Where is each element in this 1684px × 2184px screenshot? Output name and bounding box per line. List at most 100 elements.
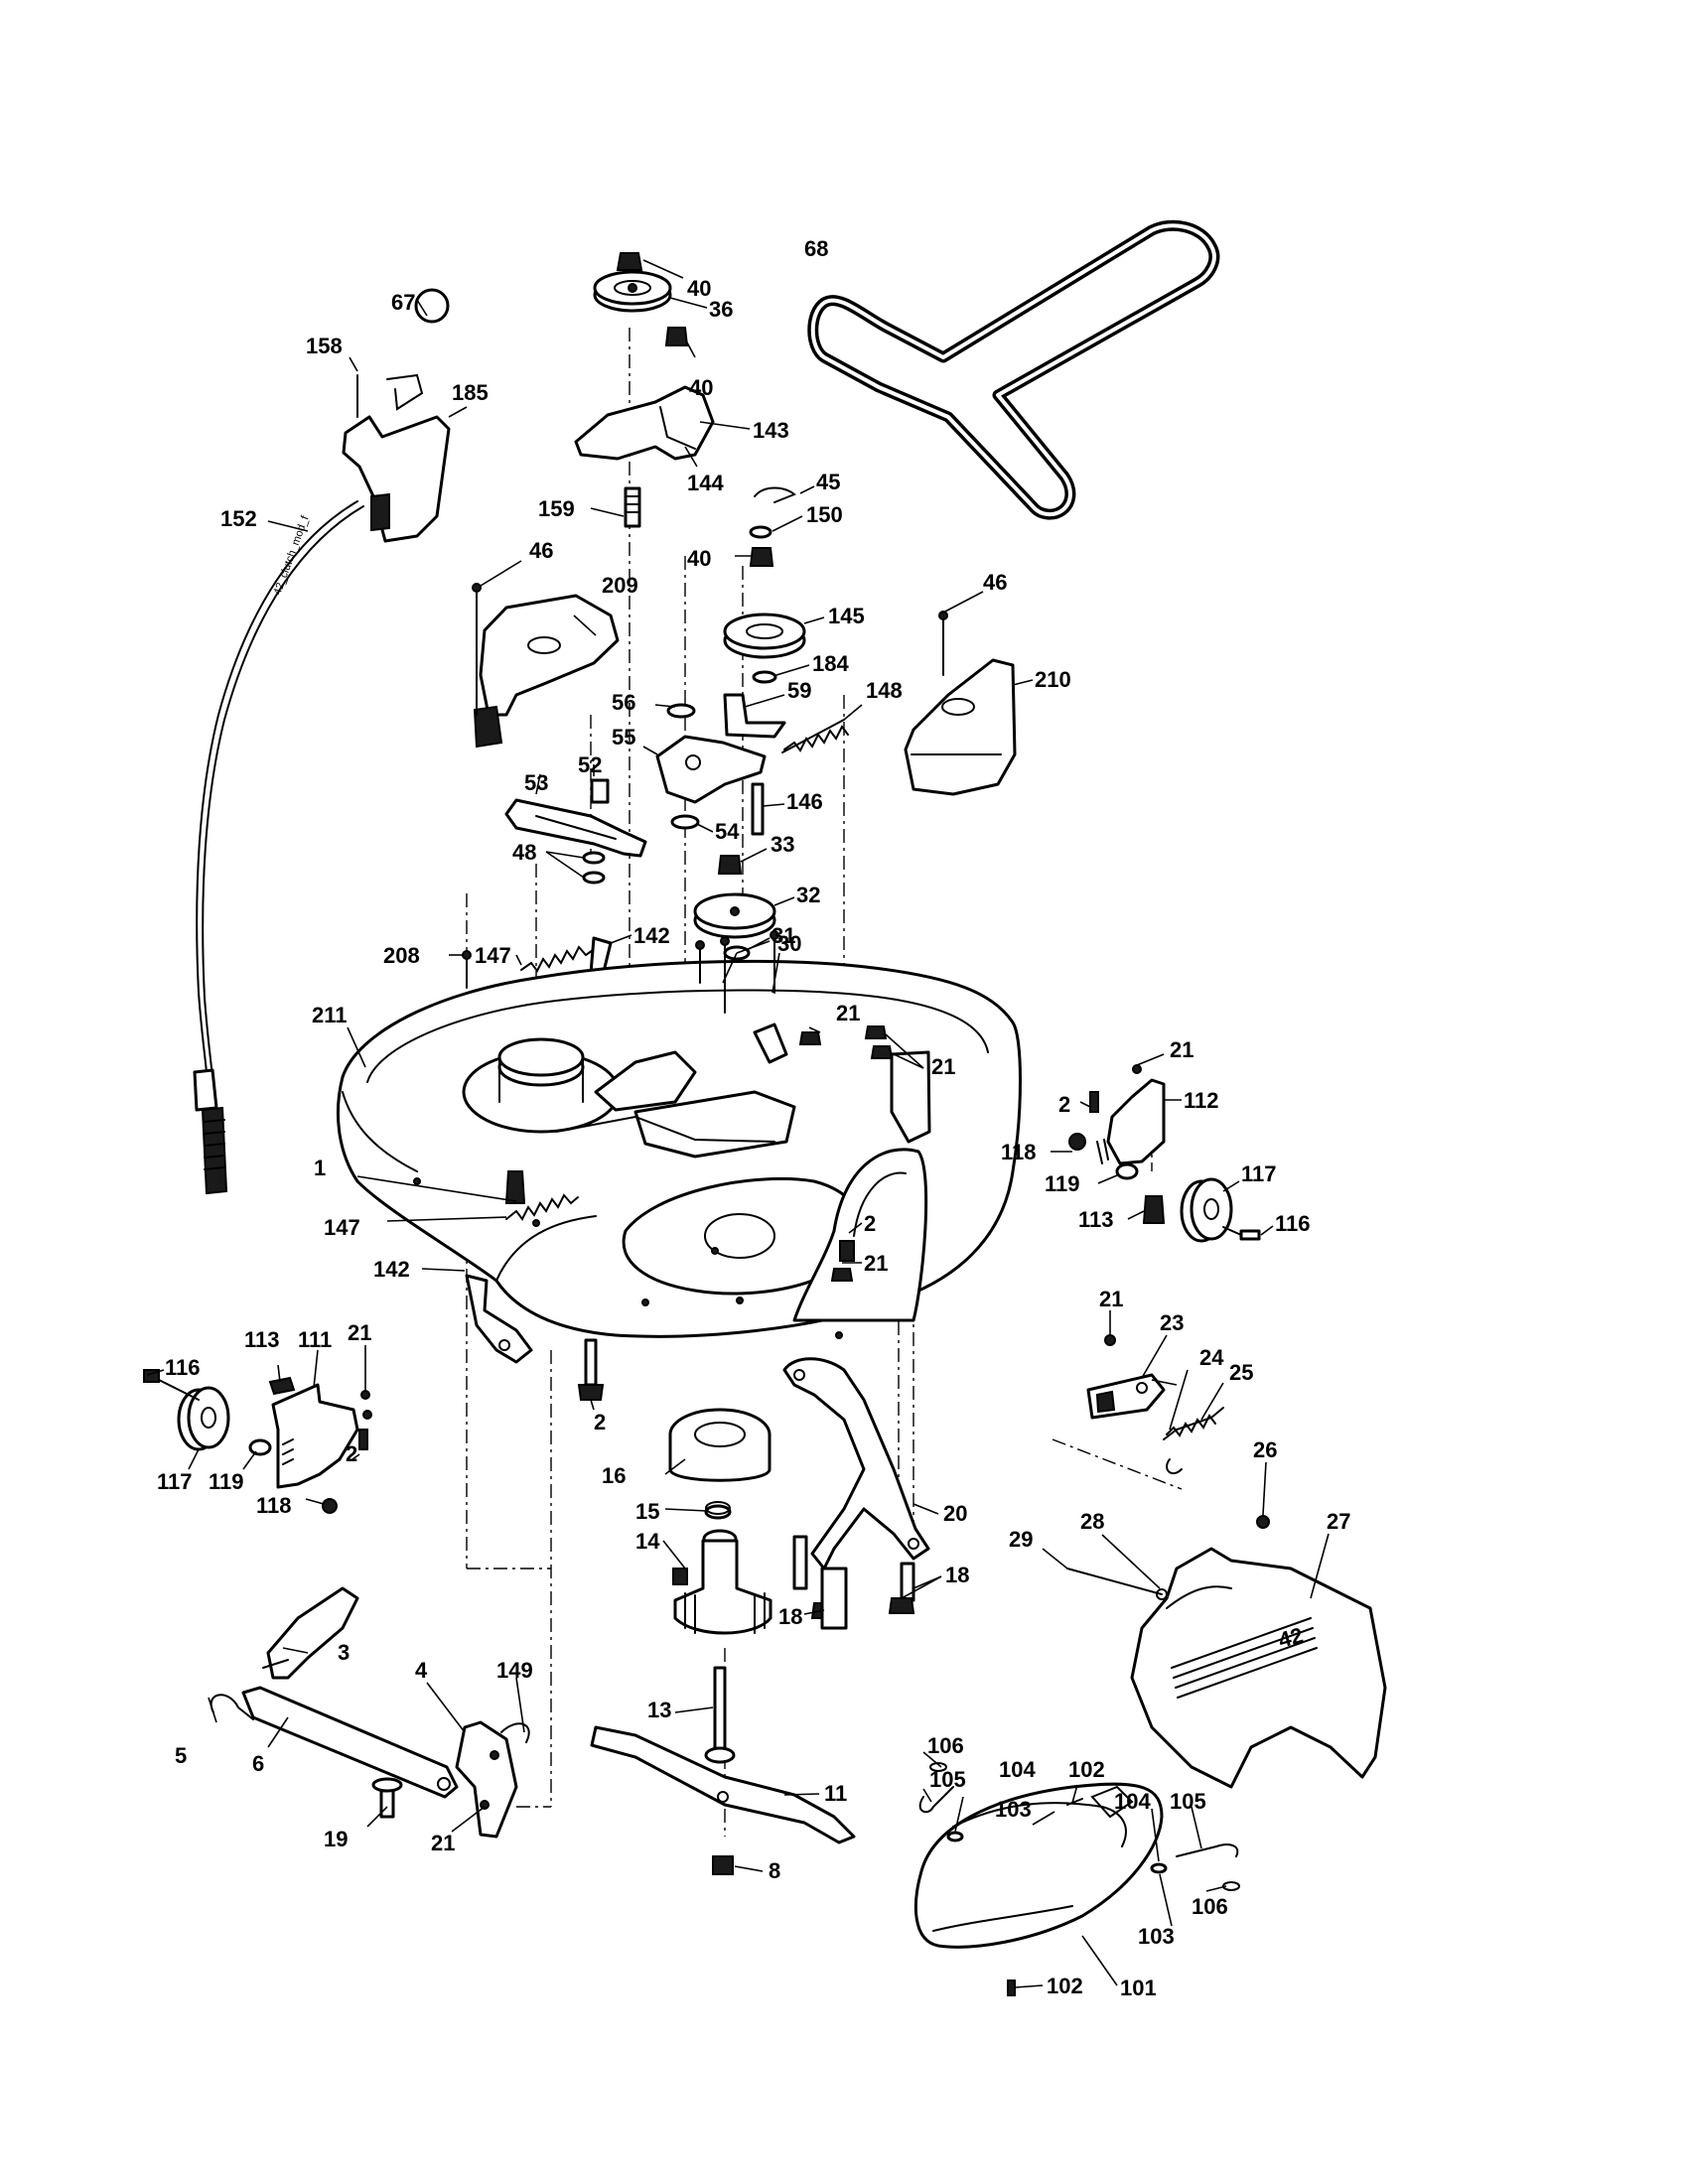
blade-bolt-8: [712, 1855, 734, 1875]
callout-105: 105: [929, 1767, 966, 1792]
callout-211: 211: [312, 1003, 348, 1027]
callout-149: 149: [496, 1658, 533, 1683]
callout-113: 113: [1078, 1207, 1114, 1232]
bolt-146: [751, 782, 765, 836]
spindle-housing-14: [673, 1539, 772, 1635]
callout-106: 106: [1192, 1894, 1228, 1919]
spindle-shaft-13: [713, 1666, 727, 1754]
callout-103: 103: [1138, 1924, 1175, 1949]
callout-105: 105: [1170, 1789, 1206, 1814]
callout-158: 158: [306, 334, 343, 358]
callout-21: 21: [348, 1320, 371, 1345]
callout-25: 25: [1229, 1360, 1253, 1385]
callout-142: 142: [373, 1257, 410, 1282]
callout-184: 184: [812, 651, 849, 676]
callout-210: 210: [1035, 667, 1071, 692]
bracket-112: [1106, 1078, 1166, 1165]
callout-24: 24: [1199, 1345, 1224, 1370]
nut-40-top: [616, 252, 643, 271]
callout-15: 15: [635, 1499, 659, 1524]
bolt-159: [624, 486, 641, 528]
callout-116: 116: [1275, 1211, 1311, 1236]
callout-28: 28: [1080, 1509, 1104, 1534]
callout-40: 40: [689, 375, 713, 400]
callout-142: 142: [633, 923, 670, 948]
callout-20: 20: [943, 1501, 967, 1526]
callout-53: 53: [524, 770, 548, 795]
idler-pulley-stack-top: [574, 252, 715, 528]
callout-2: 2: [346, 1441, 357, 1466]
callout-31: 31: [772, 923, 795, 948]
callout-102: 102: [1047, 1974, 1083, 1998]
callout-54: 54: [715, 819, 740, 844]
callout-27: 27: [1327, 1509, 1350, 1534]
baffle-arm-20: [782, 1357, 930, 1630]
callout-146: 146: [786, 789, 823, 814]
callout-102: 102: [1068, 1757, 1105, 1782]
callout-26: 26: [1253, 1437, 1277, 1462]
callout-111: 111: [298, 1327, 332, 1352]
callout-16: 16: [602, 1463, 626, 1488]
bracket-59: [723, 693, 786, 739]
callout-56: 56: [612, 690, 635, 715]
idler-arm-55: [655, 735, 767, 804]
callout-6: 6: [252, 1751, 264, 1776]
callout-147: 147: [324, 1215, 360, 1240]
callout-3: 3: [338, 1640, 350, 1665]
spring-147-lower: [505, 1193, 579, 1221]
callout-55: 55: [612, 725, 635, 750]
callout-1: 1: [314, 1156, 326, 1180]
nut-40-mid: [664, 327, 689, 346]
callout-147: 147: [475, 943, 511, 968]
callout-101: 101: [1120, 1976, 1157, 2000]
callout-104: 104: [1114, 1789, 1151, 1814]
leader-lines: [146, 259, 1330, 1988]
front-lift-link-assembly: [210, 1586, 530, 1839]
callout-45: 45: [816, 470, 840, 494]
bracket-3: [266, 1586, 359, 1680]
spring-148: [781, 719, 849, 753]
bracket-111: [271, 1383, 359, 1489]
bracket-142-lower: [465, 1274, 533, 1364]
mulch-cover-101: [913, 1782, 1164, 1949]
callout-67: 67: [391, 290, 415, 315]
callout-113: 113: [244, 1327, 280, 1352]
bolt-52: [590, 778, 610, 804]
callout-36: 36: [709, 297, 733, 322]
callout-68: 68: [804, 236, 828, 261]
callout-144: 144: [687, 471, 724, 495]
left-gauge-wheel-assembly: [143, 1369, 372, 1514]
callout-104: 104: [999, 1757, 1036, 1782]
mower-deck-shell: [336, 959, 1022, 1339]
clutch-cable-assembly: 42_clutch_mod_f: [193, 288, 451, 1195]
blade-11: [590, 1725, 856, 1844]
callout-119: 119: [1045, 1171, 1080, 1196]
callout-5: 5: [175, 1743, 187, 1768]
callout-2: 2: [1058, 1092, 1070, 1117]
callout-4: 4: [415, 1658, 428, 1683]
callout-159: 159: [538, 496, 575, 521]
callout-208: 208: [383, 943, 420, 968]
callout-23: 23: [1160, 1310, 1184, 1335]
callout-150: 150: [806, 502, 843, 527]
callout-117: 117: [157, 1469, 193, 1494]
callout-40: 40: [687, 546, 711, 571]
callout-116: 116: [165, 1355, 201, 1380]
callout-112: 112: [1184, 1088, 1219, 1113]
idler-bracket-53: [504, 778, 647, 885]
callout-59: 59: [787, 678, 811, 703]
callout-21: 21: [864, 1251, 888, 1276]
bolt-2-lower: [577, 1338, 605, 1401]
right-gauge-wheel-assembly: [1068, 1064, 1261, 1243]
callout-13: 13: [647, 1698, 671, 1722]
pulley-cover-209: [472, 583, 620, 749]
callout-18: 18: [945, 1563, 969, 1587]
callout-46: 46: [983, 570, 1007, 595]
callout-40: 40: [687, 276, 711, 301]
idler-pulley-stack-mid: [655, 486, 806, 961]
clutch-bracket-185: [342, 415, 451, 543]
callout-143: 143: [753, 418, 789, 443]
callout-106: 106: [927, 1733, 964, 1758]
callout-118: 118: [1001, 1140, 1037, 1164]
